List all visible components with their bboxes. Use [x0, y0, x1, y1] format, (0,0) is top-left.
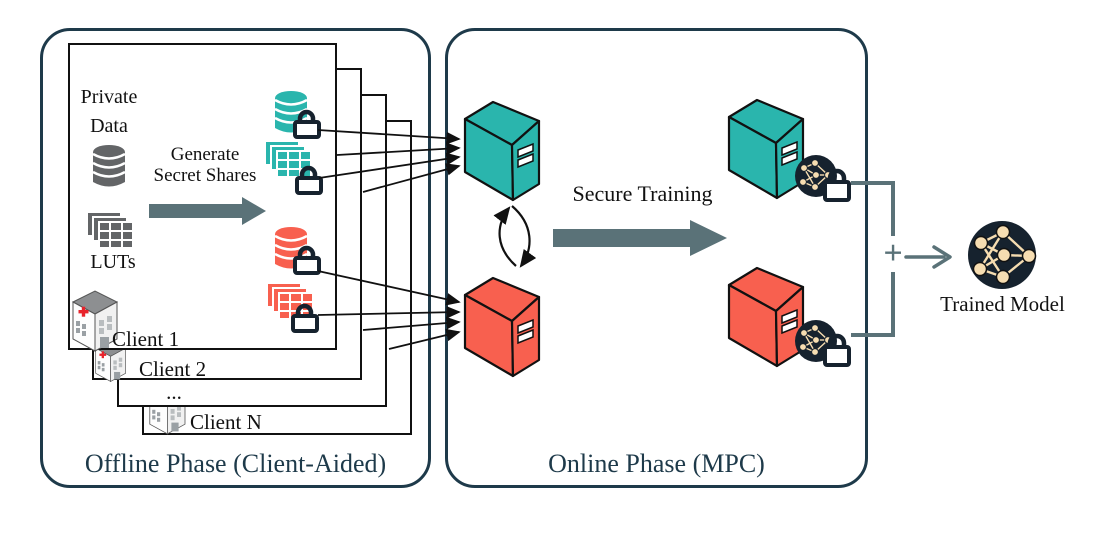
- small-arrow-right-icon: [149, 197, 266, 225]
- client-building-icon: [72, 290, 118, 352]
- offline-phase-title: Offline Phase (Client-Aided): [84, 449, 387, 478]
- trained-model-icon: [968, 221, 1037, 289]
- lock-icon: [295, 112, 319, 137]
- generate-secret-shares-label: Generate Secret Shares: [153, 144, 257, 186]
- database-icon: [91, 143, 127, 188]
- lut-table-icon: [86, 211, 134, 249]
- client-label: Client N: [190, 410, 262, 434]
- arrow-right-icon: [904, 245, 952, 269]
- private-data-label: Private Data: [80, 86, 138, 137]
- online-phase-title: Online Phase (MPC): [548, 449, 765, 478]
- luts-label: LUTs: [90, 251, 136, 273]
- online-phase-box: [445, 28, 868, 488]
- lock-icon: [297, 168, 321, 193]
- lock-icon: [293, 306, 317, 331]
- lock-icon: [295, 248, 319, 273]
- lut-table-icon: [266, 282, 314, 320]
- database-icon: [273, 225, 309, 270]
- client-label: Client 2: [139, 357, 207, 381]
- client-label: ...: [166, 380, 182, 404]
- plus-sign: +: [883, 235, 903, 272]
- database-icon: [273, 89, 309, 134]
- offline-phase-box: [40, 28, 431, 488]
- trained-model-label: Trained Model: [940, 292, 1065, 316]
- client-label: Client 1: [112, 327, 180, 351]
- secure-training-label: Secure Training: [572, 181, 713, 206]
- client-card-1: Private Data Generate Secret Shares LUTs…: [68, 43, 337, 352]
